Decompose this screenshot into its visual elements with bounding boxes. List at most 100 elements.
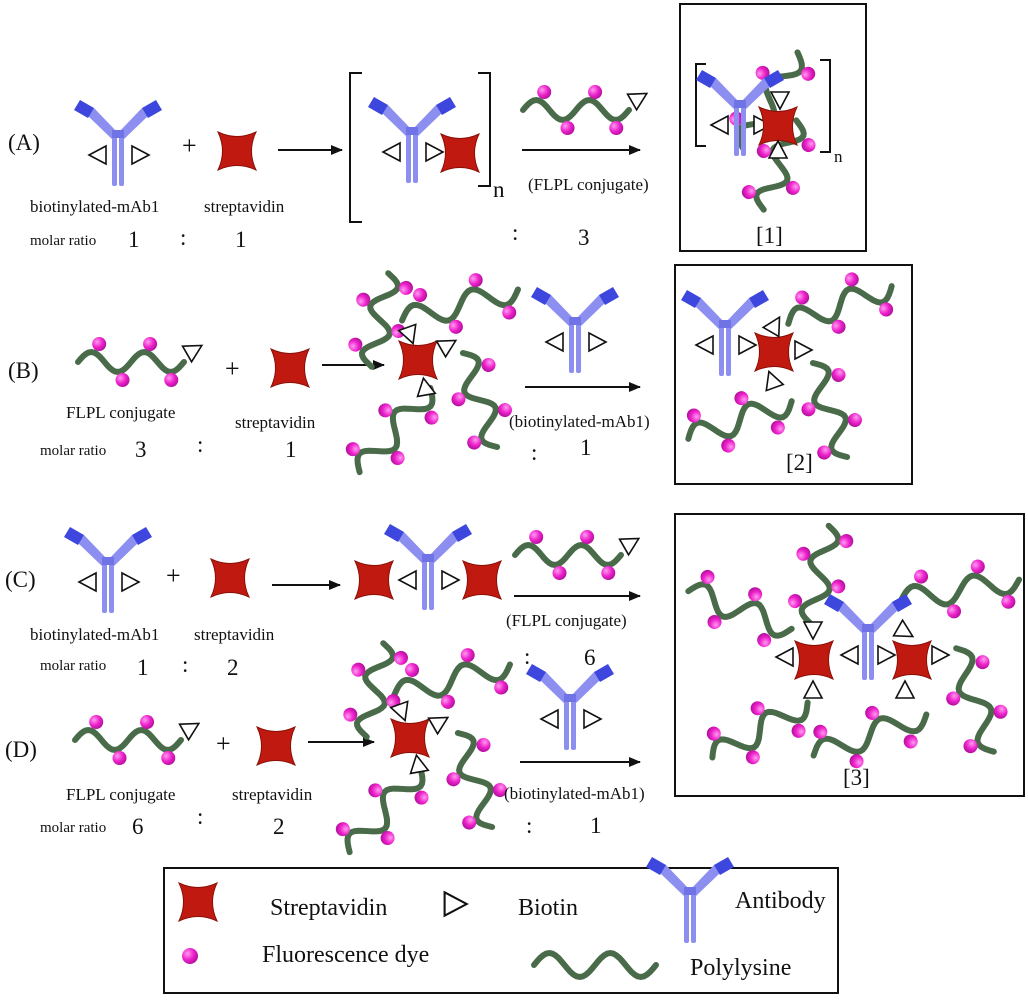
antibody-icon — [526, 664, 614, 750]
antibody-icon — [681, 290, 769, 376]
reactant-label: streptavidin — [232, 785, 313, 804]
subscript-n: n — [493, 177, 505, 202]
ratio-value: 3 — [578, 225, 590, 250]
biotin-icon — [765, 369, 785, 392]
legend-box — [163, 867, 839, 994]
biotin-icon — [774, 646, 794, 668]
product-box-1 — [679, 3, 867, 252]
ratio-colon: : — [524, 644, 530, 669]
product-box-3 — [674, 513, 1025, 797]
biotin-icon — [588, 331, 608, 353]
biotin-icon — [381, 141, 401, 163]
reagent-label: (biotinylated-mAb1) — [504, 784, 645, 803]
biotin-icon — [839, 644, 859, 666]
polylysine-icon — [335, 764, 429, 856]
polylysine-icon — [446, 730, 507, 830]
product-number: [2] — [786, 450, 813, 475]
biotin-icon — [397, 569, 417, 591]
biotin-icon — [767, 139, 789, 159]
biotin-icon — [761, 315, 781, 338]
biotin-icon — [427, 716, 450, 736]
biotin-icon — [435, 339, 458, 359]
flpl-conjugate-icon — [520, 85, 649, 135]
reagent-label: (FLPL conjugate) — [528, 175, 649, 194]
ratio-colon: : — [531, 440, 537, 465]
row-d: (D) + (biotinylated-mAb1) FLPL conjugate… — [5, 640, 645, 856]
ratio-colon: : — [182, 652, 188, 677]
biotin-icon — [416, 376, 437, 398]
biotin-icon — [441, 569, 461, 591]
ratio-value: 6 — [132, 814, 144, 839]
antibody-icon — [368, 97, 456, 183]
biotin-icon — [539, 708, 559, 730]
streptavidin-icon — [461, 559, 503, 601]
molar-ratio-label: molar ratio — [30, 233, 96, 249]
polylysine-icon — [348, 270, 413, 370]
ratio-value: 1 — [128, 227, 140, 252]
biotin-icon — [794, 339, 814, 361]
biotin-icon — [892, 618, 915, 638]
polylysine-icon — [741, 117, 816, 213]
ratio-value: 2 — [273, 814, 285, 839]
streptavidin-icon — [209, 557, 251, 599]
plus-sign: + — [182, 131, 197, 160]
biotin-icon — [443, 890, 469, 918]
flpl-conjugate-icon — [512, 530, 641, 580]
legend-dye-label: Fluorescence dye — [262, 942, 429, 968]
biotin-icon — [121, 571, 141, 593]
subscript-n: n — [834, 147, 843, 166]
polylysine-icon — [685, 391, 795, 453]
legend-polylysine-label: Polylysine — [690, 955, 791, 981]
polylysine-icon — [685, 569, 795, 648]
biotin-icon — [389, 700, 409, 723]
ratio-colon: : — [197, 432, 203, 457]
ratio-value: 3 — [135, 437, 147, 462]
row-c: (C) + (FLPL conjugate) biotinylated-mAb1… — [5, 513, 1025, 797]
antibody-icon — [64, 527, 152, 613]
ratio-value: 1 — [235, 227, 247, 252]
plus-sign: + — [216, 729, 231, 758]
streptavidin-icon — [216, 130, 258, 172]
legend-streptavidin-label: Streptavidin — [270, 895, 387, 921]
biotin-icon — [894, 679, 916, 699]
polylysine-icon — [345, 384, 439, 476]
bracket-left — [695, 63, 706, 147]
dye-icon — [182, 948, 198, 964]
streptavidin-icon — [177, 881, 219, 923]
antibody-icon — [646, 857, 734, 943]
biotin-icon — [87, 144, 107, 166]
row-label-a: (A) — [8, 130, 40, 155]
product-number: [1] — [756, 223, 783, 248]
reactant-label: streptavidin — [194, 625, 275, 644]
molar-ratio-label: molar ratio — [40, 443, 106, 459]
flpl-conjugate-icon — [72, 715, 201, 765]
streptavidin-icon — [793, 639, 835, 681]
biotin-icon — [544, 331, 564, 353]
plus-sign: + — [166, 561, 181, 590]
polylysine-icon — [788, 522, 854, 628]
biotin-icon — [397, 323, 417, 346]
streptavidin-icon — [389, 717, 431, 759]
polylysine-icon — [343, 640, 408, 740]
product-number: [3] — [843, 765, 870, 790]
streptavidin-icon — [397, 339, 439, 381]
polylysine-icon — [451, 350, 512, 450]
biotin-icon — [694, 334, 714, 356]
antibody-icon — [824, 594, 912, 680]
ratio-value: 1 — [590, 813, 602, 838]
row-a: (A) + n (FLPL conjugate) biotinylated-mA… — [8, 3, 867, 252]
polylysine-icon — [801, 360, 862, 460]
biotin-icon — [709, 114, 729, 136]
biotin-icon — [877, 644, 897, 666]
biotin-icon — [425, 141, 445, 163]
biotin-icon — [131, 144, 151, 166]
streptavidin-icon — [269, 347, 311, 389]
biotin-icon — [409, 753, 430, 775]
biotin-icon — [802, 679, 824, 699]
polylysine-icon — [706, 699, 811, 765]
polylysine-icon — [785, 272, 895, 334]
reactant-label: streptavidin — [235, 413, 316, 432]
polylysine-icon — [531, 949, 659, 981]
streptavidin-icon — [439, 132, 481, 174]
ratio-value: 2 — [227, 655, 239, 680]
